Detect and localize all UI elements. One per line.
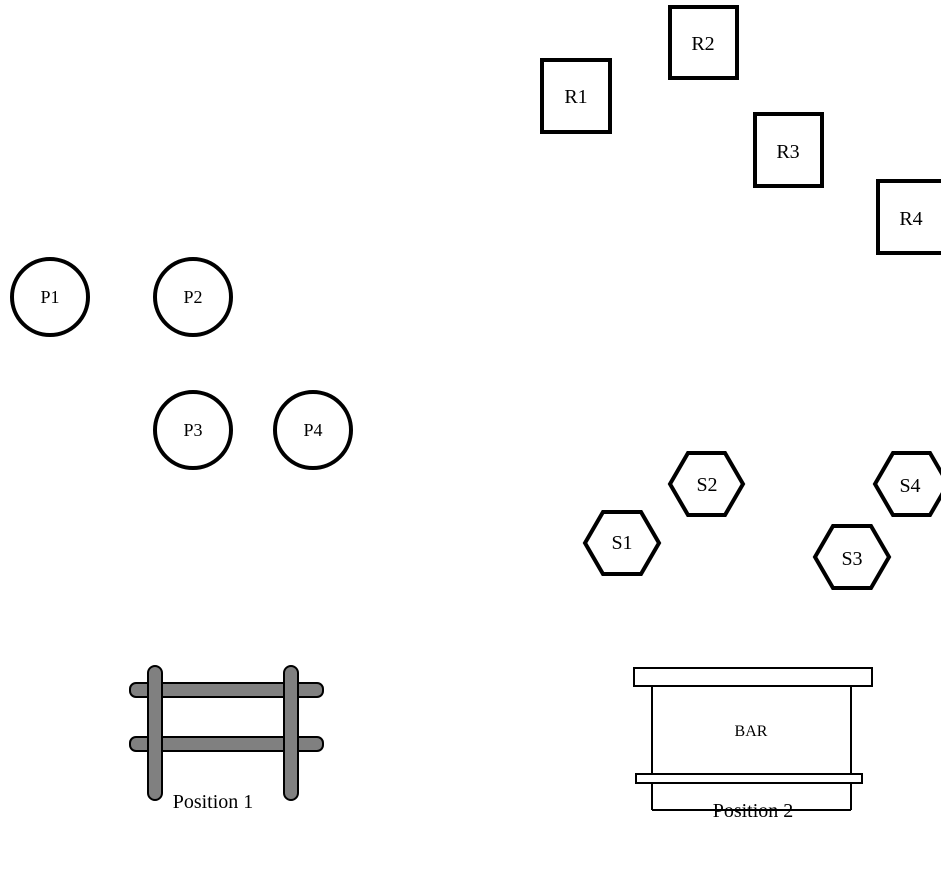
- square-label-r1: R1: [564, 86, 587, 108]
- hexagon-label-s1: S1: [611, 532, 632, 554]
- circle-node-p4: P4: [273, 390, 353, 470]
- fence-icon: [129, 665, 324, 801]
- hexagon-label-s4: S4: [899, 475, 920, 497]
- hexagon-node-s1: S1: [582, 510, 662, 576]
- square-node-r2: R2: [668, 5, 739, 80]
- hexagon-label-s2: S2: [696, 474, 717, 496]
- square-node-r3: R3: [753, 112, 824, 188]
- circle-node-p2: P2: [153, 257, 233, 337]
- caption-position-2: Position 2: [713, 800, 794, 822]
- hexagon-node-s4: S4: [872, 451, 941, 517]
- square-label-r2: R2: [691, 33, 714, 55]
- hexagon-label-s3: S3: [841, 548, 862, 570]
- caption-position-1: Position 1: [173, 791, 254, 813]
- circle-label-p4: P4: [303, 420, 322, 440]
- square-node-r4: R4: [876, 179, 941, 255]
- circle-label-p3: P3: [183, 420, 202, 440]
- hexagon-node-s2: S2: [667, 451, 746, 517]
- circle-label-p2: P2: [183, 287, 202, 307]
- circle-label-p1: P1: [40, 287, 59, 307]
- circle-node-p3: P3: [153, 390, 233, 470]
- hexagon-node-s3: S3: [812, 524, 892, 590]
- square-label-r3: R3: [776, 141, 799, 163]
- square-node-r1: R1: [540, 58, 612, 134]
- bar-label: BAR: [735, 723, 768, 740]
- square-label-r4: R4: [899, 208, 922, 230]
- bar-shape: BAR: [633, 667, 873, 811]
- circle-node-p1: P1: [10, 257, 90, 337]
